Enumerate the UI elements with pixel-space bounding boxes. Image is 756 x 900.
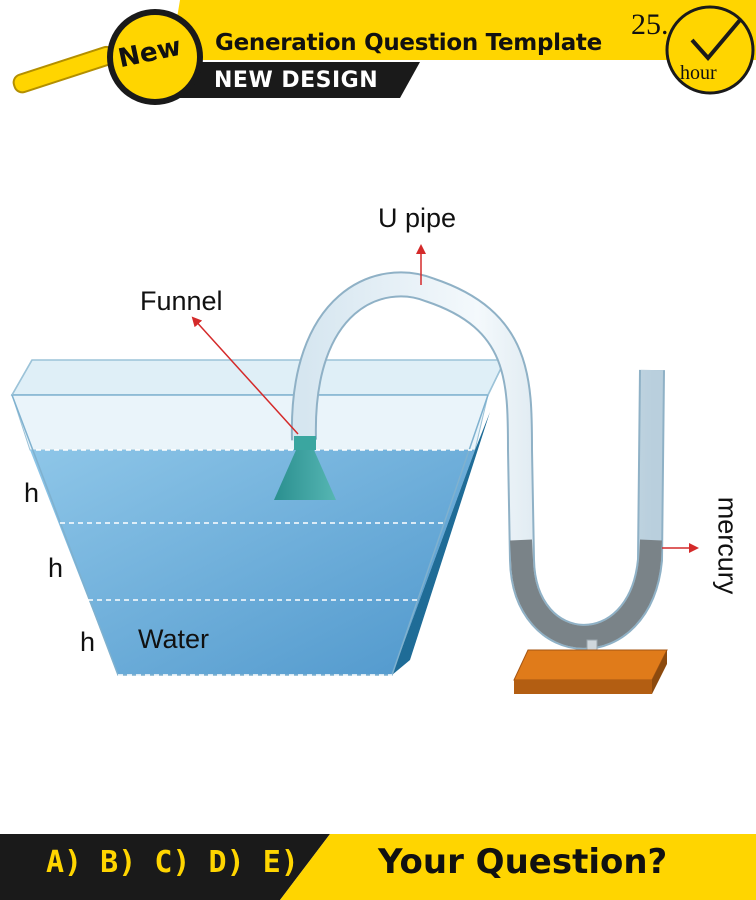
magnifier-lens <box>107 9 203 105</box>
label-water: Water <box>138 624 210 654</box>
label-h-3: h <box>80 627 96 657</box>
funnel-arrow <box>191 316 299 435</box>
header-subtitle: NEW DESIGN <box>214 68 379 93</box>
checkmark-icon <box>690 18 742 62</box>
u-pipe <box>290 271 668 694</box>
header-title: Generation Question Template <box>215 30 602 56</box>
label-funnel: Funnel <box>140 286 223 316</box>
footer-yellow-band <box>280 834 756 900</box>
tank-side <box>392 412 490 675</box>
tank-glass <box>11 394 489 451</box>
label-u-pipe: U pipe <box>378 203 457 233</box>
funnel-neck <box>294 436 316 450</box>
footer <box>0 834 756 900</box>
stand-side <box>652 650 667 694</box>
funnel-cone <box>274 450 336 500</box>
footer-black-band <box>0 834 330 900</box>
magnifier-handle <box>12 45 116 94</box>
header-yellow-band <box>170 0 756 60</box>
clock-unit: hour <box>680 62 717 84</box>
mercury-fill <box>510 539 662 648</box>
label-h-2: h <box>48 553 64 583</box>
label-h-1: h <box>24 478 40 508</box>
header-black-band <box>170 62 420 98</box>
answer-options: A) B) C) D) E) <box>46 845 299 880</box>
stand-top <box>513 649 668 681</box>
clock-number: 25. <box>631 8 669 41</box>
water-body <box>30 450 475 675</box>
stand-front <box>514 680 652 694</box>
funnel <box>274 436 336 500</box>
header <box>12 0 756 105</box>
label-mercury: mercury <box>712 496 743 595</box>
question-text: Your Question? <box>378 842 668 882</box>
